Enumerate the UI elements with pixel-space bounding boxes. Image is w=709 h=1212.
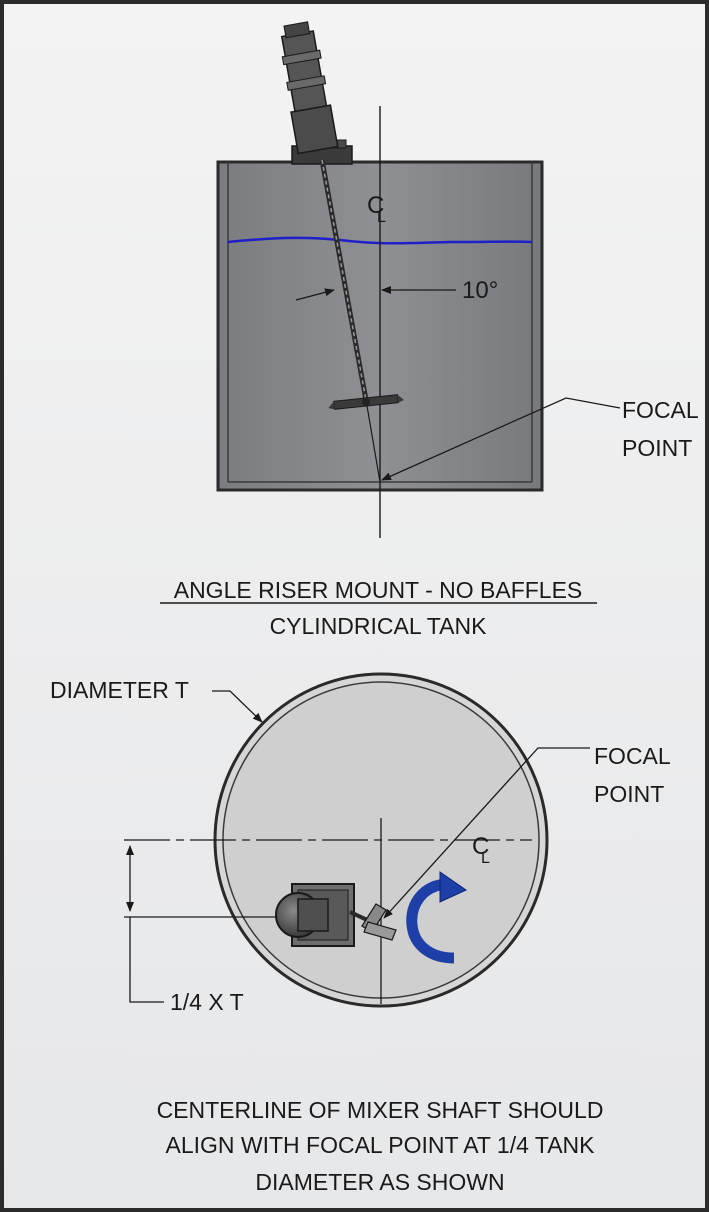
plan-focal-point-label-line2: POINT <box>594 781 664 807</box>
centerline-symbol-sub: L <box>377 209 386 226</box>
motor-cap <box>283 21 311 39</box>
plan-focal-point-leader <box>383 747 590 919</box>
note-line-1: CENTERLINE OF MIXER SHAFT SHOULD <box>157 1097 604 1123</box>
motor-band-2 <box>286 75 327 91</box>
plan-centerline-symbol-sub: L <box>481 850 490 867</box>
side-view-caption-title: ANGLE RISER MOUNT - NO BAFFLES <box>174 577 583 603</box>
plan-centerline-symbol: C <box>472 833 489 860</box>
side-view: C L 10° FOCAL POINT <box>160 21 699 639</box>
side-view-caption-sub: CYLINDRICAL TANK <box>270 613 488 639</box>
motor-housing <box>280 30 328 113</box>
mixer-plan-motor-body <box>297 898 329 932</box>
offset-leader <box>129 917 164 1003</box>
mixer-drive <box>280 21 339 155</box>
mixer-plan-blade-2 <box>363 921 397 941</box>
motor-band-1 <box>281 49 322 66</box>
plan-focal-point-label-line1: FOCAL <box>594 743 671 769</box>
installation-note: CENTERLINE OF MIXER SHAFT SHOULD ALIGN W… <box>157 1097 604 1195</box>
top-view: C L 1/4 X T DIAMETER T FOCAL POINT <box>50 672 671 1015</box>
centerline-symbol: C <box>367 192 384 219</box>
focal-point-label-line1: FOCAL <box>622 397 699 423</box>
focal-point-label-line2: POINT <box>622 435 692 461</box>
angle-dim-left-arrow <box>295 288 335 301</box>
mixer-plan <box>275 883 397 947</box>
diameter-leader <box>212 690 263 723</box>
angle-label: 10° <box>462 277 498 304</box>
gearbox <box>290 104 339 155</box>
impeller <box>328 394 405 410</box>
mixer-shaft-highlight <box>321 159 367 401</box>
rotation-arrow-head <box>439 871 468 903</box>
diameter-label: DIAMETER T <box>50 677 189 703</box>
focal-point-leader <box>381 397 621 481</box>
shaft-extension-line <box>365 399 381 483</box>
note-line-3: DIAMETER AS SHOWN <box>255 1169 504 1195</box>
liquid-level-line <box>227 236 533 245</box>
rotation-direction-arrow <box>406 878 455 964</box>
note-line-2: ALIGN WITH FOCAL POINT AT 1/4 TANK <box>165 1132 595 1158</box>
offset-label: 1/4 X T <box>170 989 244 1015</box>
